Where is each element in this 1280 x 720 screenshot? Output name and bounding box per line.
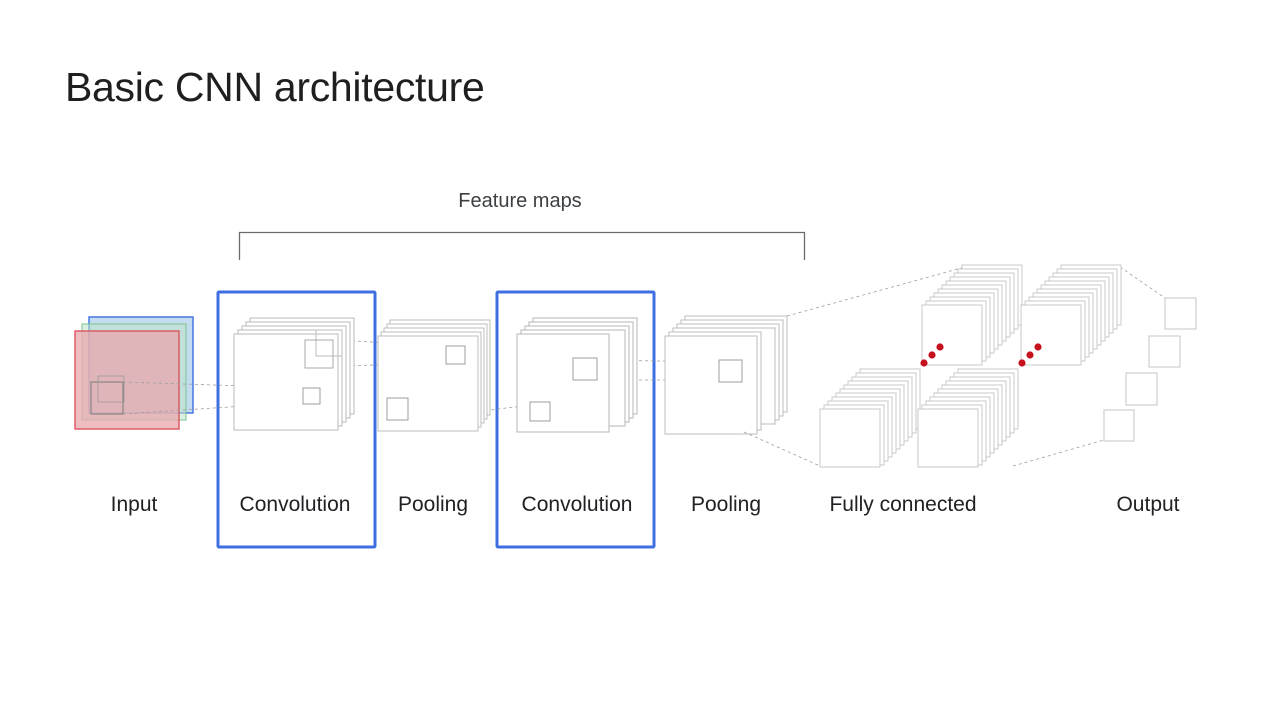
conv2-highlight-box xyxy=(495,290,656,549)
label-pooling-2: Pooling xyxy=(690,493,762,516)
conv1-highlight-box xyxy=(216,290,377,549)
fc-continuation-dots xyxy=(920,343,1042,367)
pool1-feature-maps xyxy=(377,319,491,432)
input-image xyxy=(74,316,194,430)
label-convolution-2: Convolution xyxy=(521,493,633,516)
conv1-feature-maps xyxy=(233,317,355,431)
output-nodes xyxy=(1103,297,1197,442)
label-output: Output xyxy=(1116,493,1180,516)
feature-maps-bracket xyxy=(238,231,806,260)
label-input: Input xyxy=(110,493,158,516)
slide-title: Basic CNN architecture xyxy=(65,64,485,110)
fc-stack-bottom-left xyxy=(819,368,921,468)
feature-maps-label: Feature maps xyxy=(458,190,582,212)
fc-stack-bottom-right xyxy=(917,368,1019,468)
label-convolution-1: Convolution xyxy=(239,493,351,516)
fc-stack-top-left xyxy=(921,264,1023,366)
conv2-feature-maps xyxy=(516,317,638,433)
label-fully-connected: Fully connected xyxy=(829,493,977,516)
fc-stack-top-right xyxy=(1020,264,1122,366)
pool2-feature-maps xyxy=(664,315,788,435)
label-pooling-1: Pooling xyxy=(397,493,469,516)
